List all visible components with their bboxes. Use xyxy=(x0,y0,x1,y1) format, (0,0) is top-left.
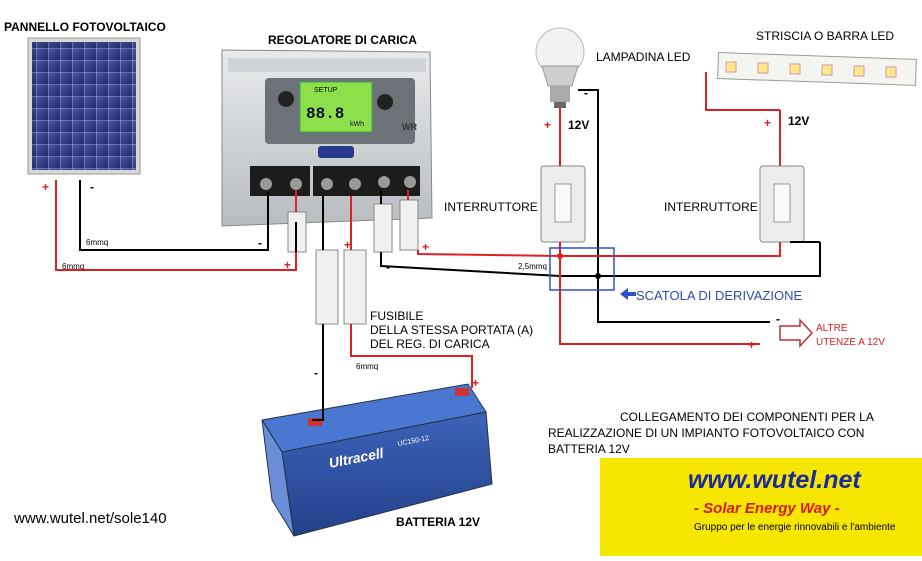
battery-label: BATTERIA 12V xyxy=(396,515,481,529)
description-2: REALIZZAZIONE DI UN IMPIANTO FOTOVOLTAIC… xyxy=(548,426,865,440)
regulator-label: REGOLATORE DI CARICA xyxy=(268,33,417,47)
description-1: COLLEGAMENTO DEI COMPONENTI PER LA xyxy=(620,410,874,424)
other-loads-label-1: ALTRE xyxy=(816,323,848,334)
display-unit: kWh xyxy=(350,121,364,128)
polarity-minus: - xyxy=(584,86,588,100)
panel-label: PANNELLO FOTOVOLTAICO xyxy=(4,20,166,34)
switch-left-label: INTERRUTTORE xyxy=(444,200,538,214)
charge-regulator-icon xyxy=(221,49,433,227)
polarity-minus: - xyxy=(90,180,94,194)
junction-box-label: SCATOLA DI DERIVAZIONE xyxy=(636,288,803,303)
display-setup: SETUP xyxy=(314,87,338,94)
solar-panel-icon xyxy=(27,37,141,175)
junction-node-positive xyxy=(557,253,563,259)
junction-node-negative xyxy=(595,273,601,279)
switch-right-label: INTERRUTTORE xyxy=(664,200,758,214)
led-bulb-icon xyxy=(535,27,585,108)
junction-box xyxy=(549,247,615,291)
polarity-minus: - xyxy=(776,312,780,326)
led-strip-icon xyxy=(717,52,917,86)
website-link[interactable]: www.wutel.net/sole140 xyxy=(14,510,167,527)
wall-switch-icon xyxy=(759,165,805,243)
logo-group: Gruppo per le energie rinnovabili e l'am… xyxy=(694,522,896,533)
fuse-label-2: DELLA STESSA PORTATA (A) xyxy=(370,323,534,337)
fuse-label-1: FUSIBILE xyxy=(370,309,424,323)
strip-label: STRISCIA O BARRA LED xyxy=(756,29,895,43)
description-3: BATTERIA 12V xyxy=(548,442,630,456)
arrow-icon xyxy=(779,318,814,348)
polarity-minus: - xyxy=(386,260,390,274)
polarity-plus: + xyxy=(544,118,552,132)
battery-icon xyxy=(261,383,493,537)
logo-banner xyxy=(600,458,922,556)
section-label-battery: 6mmq xyxy=(356,362,379,371)
lamp-label: LAMPADINA LED xyxy=(596,50,691,64)
fuse-label-3: DEL REG. DI CARICA xyxy=(370,337,490,351)
fuse-holder-icon xyxy=(287,199,419,325)
section-label-neg: 6mmq xyxy=(86,238,109,247)
polarity-plus: + xyxy=(748,338,756,352)
lamp-voltage: 12V xyxy=(568,118,590,132)
logo-url[interactable]: www.wutel.net xyxy=(688,466,861,494)
section-label-load: 2,5mmq xyxy=(518,262,547,271)
negative-wires xyxy=(79,89,821,421)
polarity-plus: + xyxy=(344,238,352,252)
polarity-minus: - xyxy=(314,366,318,380)
polarity-plus: + xyxy=(422,240,430,254)
polarity-plus: + xyxy=(472,376,480,390)
wall-switch-icon xyxy=(540,165,586,243)
logo-slogan: - Solar Energy Way - xyxy=(694,500,840,517)
polarity-plus: + xyxy=(42,180,50,194)
section-label-pos: 6mmq xyxy=(62,262,85,271)
strip-voltage: 12V xyxy=(788,114,810,128)
polarity-plus: + xyxy=(764,116,772,130)
arrow-icon xyxy=(620,288,636,300)
other-loads-label-2: UTENZE A 12V xyxy=(816,337,885,348)
display-digits: 88.8 xyxy=(306,105,344,123)
polarity-minus: - xyxy=(258,236,262,250)
polarity-plus: + xyxy=(284,258,292,272)
regulator-brand: WR xyxy=(402,122,417,132)
